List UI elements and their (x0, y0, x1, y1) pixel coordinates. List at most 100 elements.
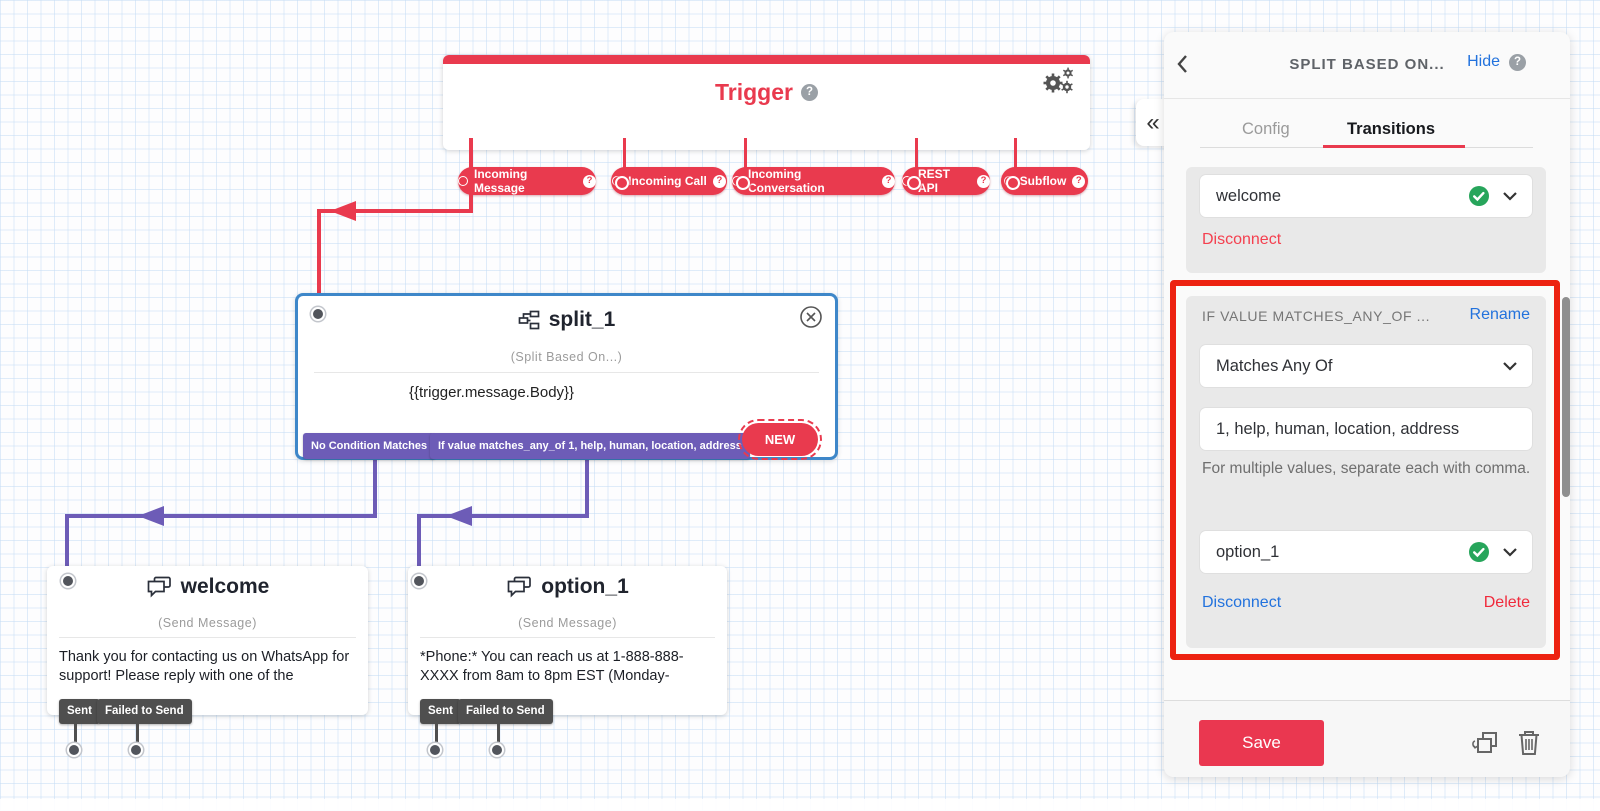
tab-transitions[interactable]: Transitions (1347, 120, 1436, 138)
help-icon[interactable]: ? (800, 84, 818, 101)
select-value: option_1 (1216, 542, 1280, 561)
connector-endpoint-dot[interactable] (428, 743, 442, 757)
node-input-dot[interactable] (412, 574, 426, 588)
close-icon[interactable] (799, 305, 823, 334)
trigger-node[interactable]: Trigger ? (443, 55, 1090, 195)
welcome-node[interactable]: welcome (Send Message) Thank you for con… (47, 566, 368, 715)
connector-line (585, 459, 589, 518)
active-tab-underline (1323, 145, 1465, 148)
back-chevron-icon[interactable] (1176, 54, 1188, 79)
connector-line (417, 514, 589, 518)
select-value: Matches Any Of (1216, 356, 1333, 375)
connector-line (744, 138, 747, 178)
disconnect-link-welcome[interactable]: Disconnect (1202, 231, 1282, 248)
help-icon[interactable]: ? (977, 174, 990, 188)
node-title: split_1 (548, 308, 616, 331)
connector-endpoint-dot[interactable] (615, 176, 629, 190)
connector-arrowhead (138, 506, 164, 526)
connector-line (65, 514, 377, 518)
transition-tag-matches-any-of[interactable]: If value matches_any_of 1, help, human, … (430, 433, 750, 459)
message-icon (506, 576, 532, 598)
connector-line (136, 724, 139, 744)
gear-icon[interactable] (1040, 65, 1076, 97)
node-input-dot[interactable] (311, 307, 325, 321)
new-transition-button[interactable]: NEW (738, 419, 822, 460)
connector-line (65, 514, 69, 566)
connector-endpoint-dot[interactable] (907, 176, 921, 190)
connector-endpoint-dot[interactable] (1006, 176, 1020, 190)
node-input-dot[interactable] (61, 574, 75, 588)
trash-icon[interactable] (1516, 728, 1542, 762)
transition-tag-failed[interactable]: Failed to Send (97, 699, 192, 724)
connector-line (1014, 138, 1017, 178)
help-icon[interactable]: ? (712, 174, 726, 188)
transition-target-select[interactable]: welcome (1200, 175, 1532, 217)
helper-text: For multiple values, separate each with … (1202, 460, 1531, 477)
connector-line (623, 138, 626, 178)
pill-label: Subflow (1019, 174, 1067, 188)
hide-link[interactable]: Hide (1467, 53, 1500, 70)
divider (314, 372, 819, 373)
connector-endpoint-dot[interactable] (129, 743, 143, 757)
connector-endpoint-dot[interactable] (736, 176, 750, 190)
match-value-input[interactable]: 1, help, human, location, address (1200, 408, 1532, 450)
trigger-pill-incoming-message[interactable]: Incoming Message ? (458, 167, 596, 195)
trigger-pill-incoming-call[interactable]: Incoming Call ? (611, 167, 727, 195)
help-icon[interactable]: ? (882, 174, 895, 188)
transition-tag-no-condition[interactable]: No Condition Matches (303, 433, 436, 459)
message-icon (146, 576, 172, 598)
message-preview: *Phone:* You can reach us at 1-888-888-X… (420, 649, 684, 684)
option-1-node[interactable]: option_1 (Send Message) *Phone:* You can… (408, 566, 727, 715)
transition-tag-sent[interactable]: Sent (59, 699, 100, 724)
inspector-panel: SPLIT BASED ON... Hide ? Config Transiti… (1164, 32, 1570, 777)
trigger-title: Trigger (715, 79, 793, 105)
chevron-down-icon (1502, 361, 1518, 371)
node-subtitle: (Send Message) (158, 616, 257, 630)
connector-line (497, 724, 500, 744)
pill-connector-circle (458, 176, 468, 186)
connector-line (435, 724, 438, 744)
help-icon[interactable]: ? (583, 174, 596, 188)
disconnect-link-option[interactable]: Disconnect (1202, 594, 1282, 611)
pill-label: Incoming Conversation (748, 167, 825, 195)
panel-footer: Save (1164, 700, 1570, 777)
input-value: 1, help, human, location, address (1216, 419, 1460, 438)
node-title: option_1 (541, 575, 629, 598)
tab-config[interactable]: Config (1242, 120, 1290, 138)
duplicate-icon[interactable] (1470, 729, 1500, 762)
chevron-down-icon (1502, 547, 1518, 557)
check-circle-icon (1468, 185, 1490, 207)
condition-target-select[interactable]: option_1 (1200, 531, 1532, 573)
connector-endpoint-dot[interactable] (67, 743, 81, 757)
pill-label: REST API (918, 167, 951, 195)
help-icon[interactable]: ? (1072, 174, 1086, 188)
divider (59, 637, 356, 638)
operator-select[interactable]: Matches Any Of (1200, 345, 1532, 387)
save-button[interactable]: Save (1199, 720, 1324, 766)
help-icon[interactable]: ? (1509, 54, 1526, 71)
node-subtitle: (Send Message) (518, 616, 617, 630)
transition-tag-sent[interactable]: Sent (420, 699, 461, 724)
transition-tag-failed[interactable]: Failed to Send (458, 699, 553, 724)
connector-line (317, 209, 473, 213)
connector-line (74, 724, 77, 744)
split-icon (518, 310, 540, 330)
connector-line (469, 138, 473, 213)
delete-link[interactable]: Delete (1483, 594, 1530, 611)
condition-label: IF VALUE MATCHES_ANY_OF ... (1202, 308, 1431, 324)
panel-scrollbar[interactable] (1562, 297, 1570, 497)
connector-arrowhead (446, 506, 472, 526)
connector-arrowhead (330, 201, 356, 221)
node-subtitle: (Split Based On...) (510, 350, 623, 364)
panel-header: SPLIT BASED ON... Hide ? (1164, 32, 1570, 99)
trigger-pill-incoming-conversation[interactable]: Incoming Conversation ? (732, 167, 895, 195)
connector-line (317, 209, 321, 297)
split-node[interactable]: split_1 (Split Based On...) {{trigger.me… (295, 293, 838, 460)
trigger-accent-bar (443, 55, 1090, 64)
rename-link[interactable]: Rename (1469, 306, 1530, 323)
connector-endpoint-dot[interactable] (490, 743, 504, 757)
connector-line (373, 459, 377, 518)
select-value: welcome (1216, 186, 1282, 205)
check-circle-icon (1468, 541, 1490, 563)
